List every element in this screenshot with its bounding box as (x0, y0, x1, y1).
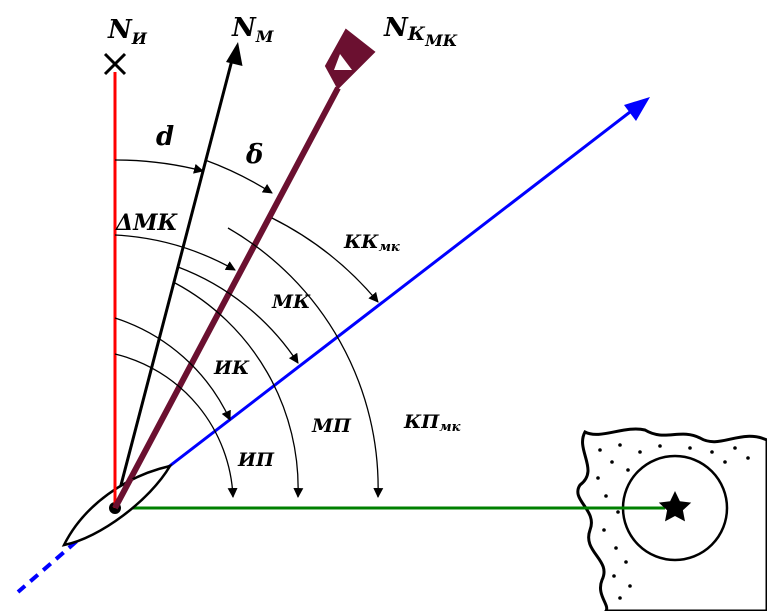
angle-ip-label: ИП (237, 449, 275, 471)
arc-mp (174, 282, 304, 498)
lighthouse-star-icon (658, 491, 692, 522)
magnetic-north-arrowhead (226, 42, 243, 66)
arc-ip (114, 353, 238, 498)
magnetic-north-label: NМ (231, 13, 275, 46)
arc-d (114, 159, 204, 174)
course-arrowhead (624, 97, 650, 121)
angle-mp-label: МП (311, 415, 352, 437)
angle-delta-mk-label: ΔМК (115, 210, 178, 236)
angle-kk-mk-label: ККмк (343, 231, 400, 255)
arc-delta-mk (114, 234, 236, 271)
angle-delta-label: δ (245, 140, 263, 170)
compass-flag-triangle (334, 54, 352, 70)
arc-ik (114, 317, 231, 421)
arc-kk-mk (271, 217, 379, 303)
angle-kp-mk-label: КПмк (403, 411, 461, 435)
cross-icon (103, 52, 127, 76)
compass-north-line-base (112, 476, 134, 510)
course-line (114, 110, 631, 510)
magnetic-north-line (113, 59, 234, 509)
arc-mk (177, 266, 299, 364)
arc-delta (204, 159, 273, 194)
compass-north-label: NКМК (383, 13, 458, 50)
compass-north-flag-icon (324, 28, 376, 90)
angle-mk-label: МК (271, 291, 311, 313)
true-north-label: NИ (107, 15, 148, 48)
angle-d-label: d (156, 122, 174, 152)
angle-ik-label: ИК (213, 357, 250, 379)
arc-kp-mk (227, 227, 384, 498)
compass-north-line (112, 86, 341, 510)
